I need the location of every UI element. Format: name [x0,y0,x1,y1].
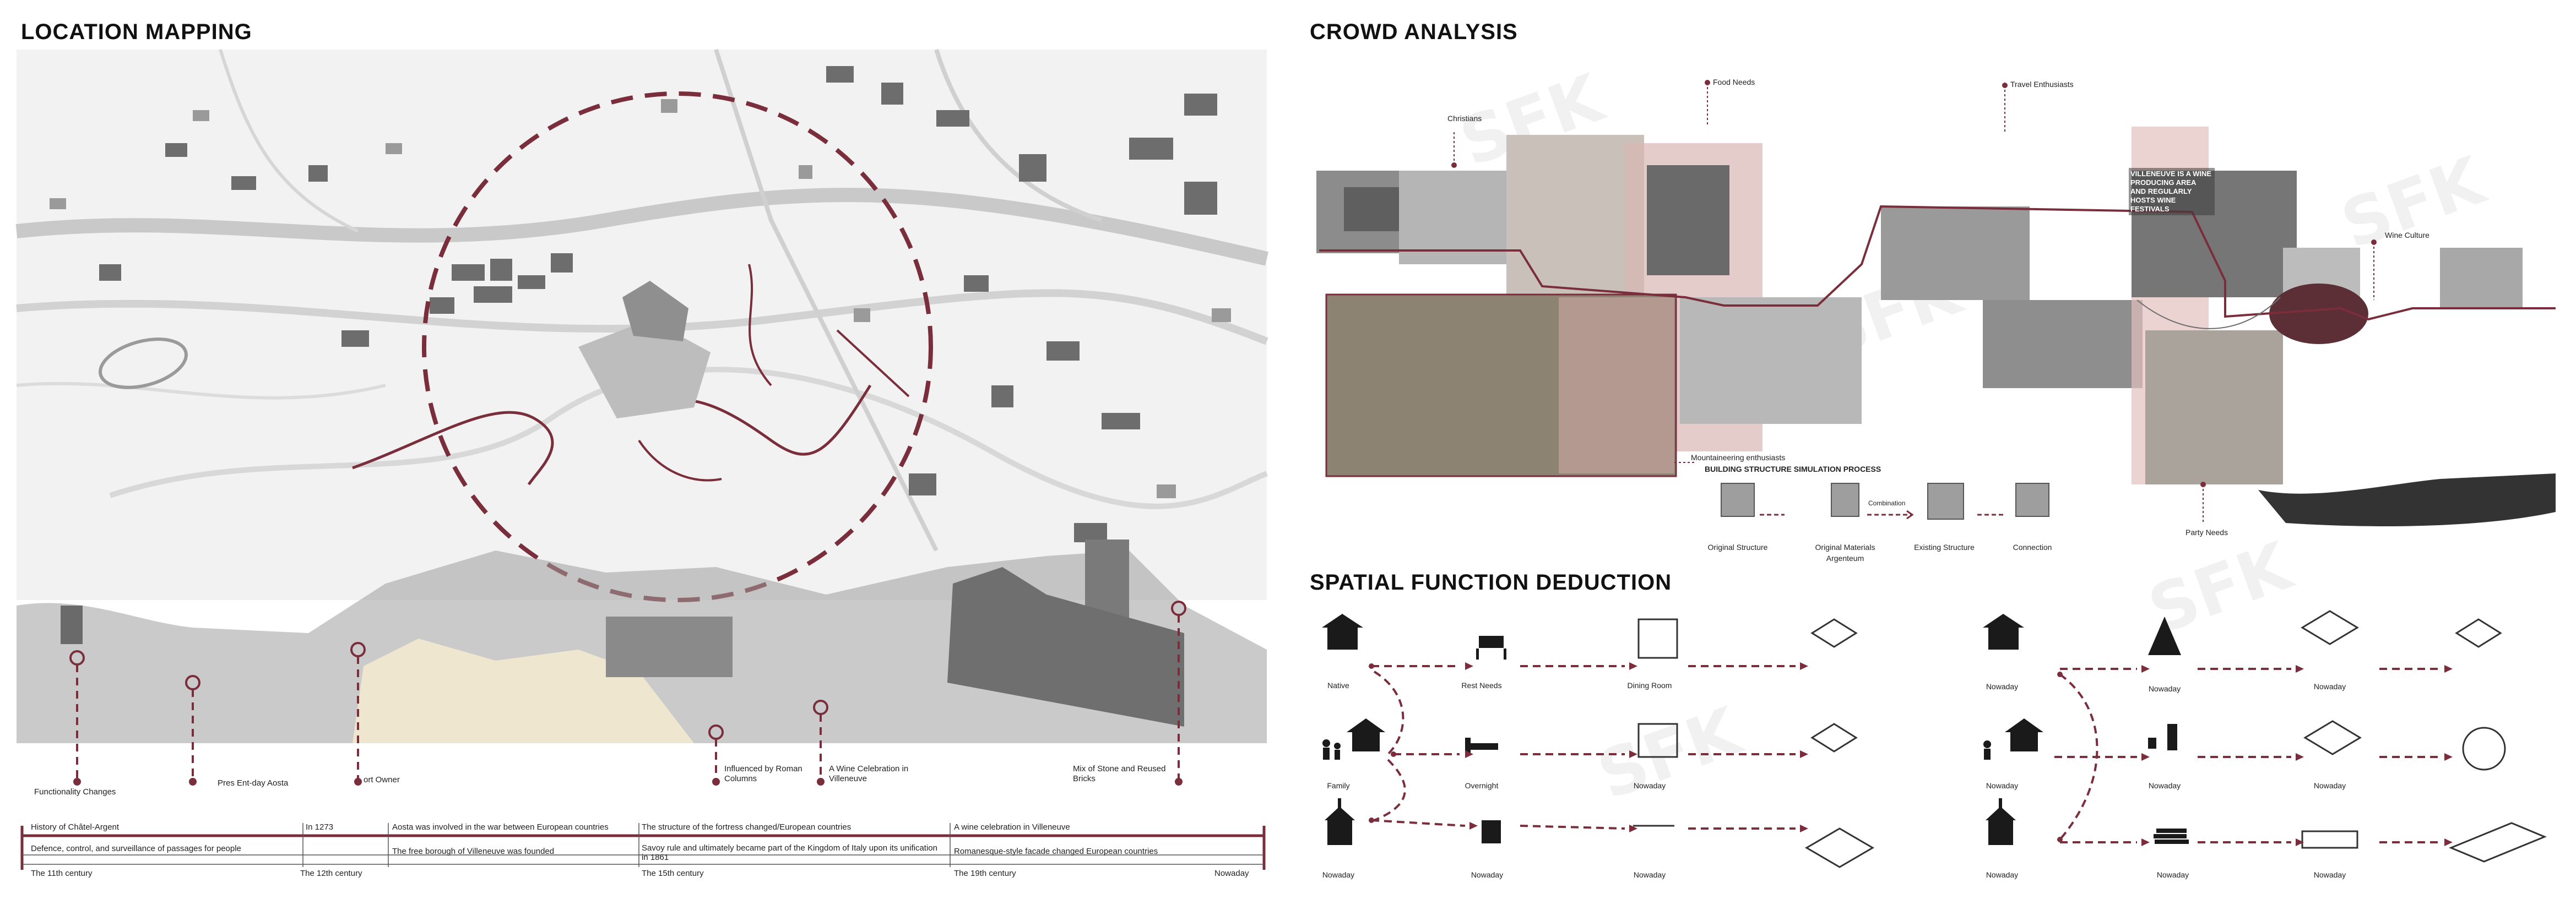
deduction-label: Nowaday [1633,870,1666,879]
timeline-row2-cell: Defence, control, and surveillance of pa… [31,844,241,853]
timeline-row1-cell: The structure of the fortress changed/Eu… [642,822,852,832]
callout-fort-owner: ort Owner [364,775,400,784]
timeline-row2-cell: Savoy rule and ultimately became part of… [642,843,937,862]
deduction-label: Nowaday [1986,870,2019,879]
deduction-label: Nowaday [1986,682,2019,691]
watermark-logo: SFK [1809,253,1971,374]
watermark-logo: SFK [1588,693,1750,815]
timeline-row2-cell: Romanesque-style facade changed European… [954,847,1158,856]
simulation-step: Connection [2013,543,2052,552]
deduction-label: Native [1327,681,1349,690]
timeline-era: The 11th century [31,869,93,878]
watermark-logo: SFK [2332,143,2494,264]
timeline-row1-cell: A wine celebration in Villeneuve [954,822,1070,832]
deduction-label: Family [1327,781,1350,790]
crowd-label-travel: Travel Enthusiasts [2010,80,2074,89]
timeline-era: Nowaday [1214,869,1249,878]
deduction-label: Overnight [1465,781,1499,790]
crowd-analysis-heading: CROWD ANALYSIS [1310,20,1518,44]
crowd-label-christians: Christians [1447,114,1482,123]
simulation-step: Existing Structure [1914,543,1975,552]
crowd-label-party: Party Needs [2185,528,2228,537]
simulation-step: Original Materials [1815,543,1875,552]
deduction-label: Nowaday [2148,781,2181,790]
crowd-label-mountaineering: Mountaineering enthusiasts [1691,453,1786,462]
deduction-label: Nowaday [1322,870,1355,879]
timeline-row1-cell: History of Châtel-Argent [31,822,120,832]
deduction-label: Nowaday [2313,682,2346,691]
callout-roman-columns: Influenced by Roman Columns [724,764,802,783]
location-mapping-heading: LOCATION MAPPING [21,20,252,44]
deduction-label: Dining Room [1627,681,1672,690]
deduction-label: Nowaday [2313,870,2346,879]
timeline-row1-cell: Aosta was involved in the war between Eu… [392,822,609,832]
timeline-era: The 15th century [642,869,704,878]
deduction-label: Nowaday [1986,781,2019,790]
callout-present-day-aosta: Pres Ent-day Aosta [218,778,289,788]
timeline-row1-cell: In 1273 [306,822,334,832]
watermark-logo: SFK [2139,528,2301,650]
simulation-sub: Argenteum [1826,554,1864,563]
simulation-title: BUILDING STRUCTURE SIMULATION PROCESS [1705,465,1881,473]
crowd-label-food: Food Needs [1713,78,1755,86]
deduction-label: Rest Needs [1461,681,1502,690]
callout-wine-celebration: A Wine Celebration in Villeneuve [829,764,909,783]
deduction-label: Nowaday [2313,781,2346,790]
callout-stone-bricks: Mix of Stone and Reused Bricks [1073,764,1166,783]
simulation-combination-label: Combination [1868,499,1906,507]
spatial-deduction-heading: SPATIAL FUNCTION DEDUCTION [1310,570,1672,595]
crowd-label-wine: Wine Culture [2385,231,2429,239]
location-map [15,48,1268,870]
deduction-label: Nowaday [2148,684,2181,693]
timeline-row2-cell: The free borough of Villeneuve was found… [392,847,555,856]
deduction-label: Nowaday [2156,870,2189,879]
simulation-step: Original Structure [1707,543,1768,552]
callout-functionality-changes: Functionality Changes [34,787,116,797]
crowd-note-villeneuve: VILLENEUVE IS A WINE PRODUCING AREA AND … [2129,168,2215,215]
deduction-label: Nowaday [1471,870,1504,879]
deduction-label: Nowaday [1633,781,1666,790]
timeline-era: The 12th century [300,869,362,878]
timeline-era: The 19th century [954,869,1016,878]
